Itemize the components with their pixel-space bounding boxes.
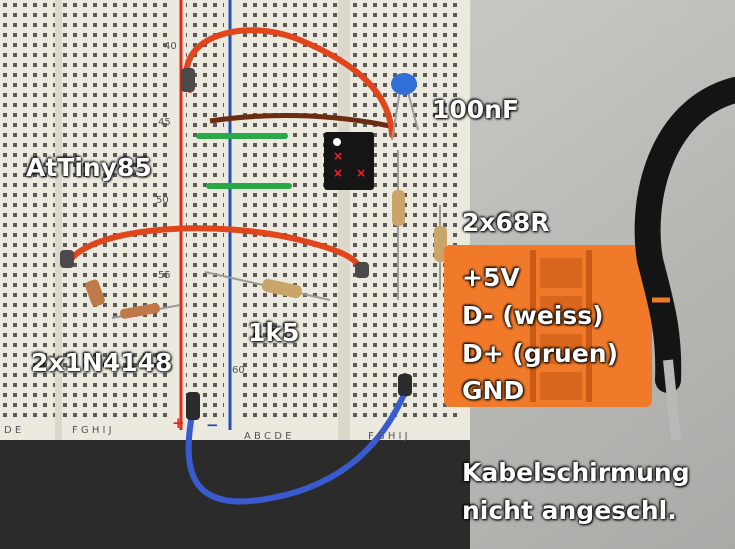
connector-slot bbox=[540, 334, 582, 364]
channel-gap-1 bbox=[55, 0, 62, 440]
label-pin-gnd: GND bbox=[462, 376, 525, 405]
resistor-68r-2 bbox=[434, 226, 447, 262]
row-number-50: 50 bbox=[156, 195, 169, 206]
green-wire-bottom bbox=[206, 183, 292, 189]
column-letters-right: A B C D E bbox=[244, 431, 292, 442]
usb-cable bbox=[634, 77, 735, 393]
chip-pin1-dot bbox=[333, 138, 341, 146]
label-pin-dminus: D- (weiss) bbox=[462, 301, 604, 330]
red-wire-upper bbox=[183, 27, 395, 138]
connector-divider bbox=[530, 250, 536, 402]
column-letters-left: D E bbox=[4, 425, 22, 436]
label-pin-dplus: D+ (gruen) bbox=[462, 339, 619, 368]
green-wire-top bbox=[196, 133, 288, 139]
hole-field-right bbox=[238, 0, 338, 420]
capacitor-leads bbox=[391, 89, 419, 141]
red-wire-lower bbox=[67, 225, 365, 275]
label-shield-line2: nicht angeschl. bbox=[462, 496, 677, 525]
resistor-1k5 bbox=[261, 278, 302, 299]
diode-2 bbox=[120, 303, 160, 319]
channel-gap-2 bbox=[338, 0, 350, 440]
connector-slot bbox=[540, 296, 582, 326]
label-100nf: 100nF bbox=[432, 95, 520, 124]
connector-divider bbox=[586, 250, 592, 402]
row-number-45: 45 bbox=[158, 117, 171, 128]
blue-wire-end-left bbox=[186, 392, 200, 420]
chip-mark: × bbox=[333, 149, 343, 163]
row-number-55: 55 bbox=[158, 270, 171, 281]
blue-wire bbox=[185, 382, 411, 505]
label-2x1n4148: 2x1N4148 bbox=[31, 348, 173, 377]
label-shield-line1: Kabelschirmung bbox=[462, 458, 690, 487]
attiny-chip bbox=[324, 132, 374, 190]
column-letters-mid: F G H I J bbox=[72, 425, 112, 436]
connector-slot bbox=[540, 372, 582, 400]
label-pin-vcc: +5V bbox=[462, 263, 520, 292]
blue-wire-end-right bbox=[398, 374, 412, 396]
usb-cable-shield bbox=[663, 359, 681, 441]
red-wire-lower-end-left bbox=[60, 250, 74, 268]
chip-mark: × bbox=[333, 166, 343, 180]
row-number-60: 60 bbox=[232, 365, 245, 376]
connector-slot bbox=[540, 258, 582, 288]
label-2x68r: 2x68R bbox=[462, 208, 550, 237]
diode-1 bbox=[85, 279, 105, 307]
breadboard-shadow bbox=[0, 440, 470, 549]
label-attiny85: AtTiny85 bbox=[26, 153, 152, 182]
red-wire-lower-end-right bbox=[355, 262, 369, 278]
row-number-40: 40 bbox=[164, 41, 177, 52]
capacitor-100nf bbox=[391, 73, 417, 95]
red-wire-upper-end bbox=[181, 68, 195, 92]
rail-plus-mark: + bbox=[172, 414, 185, 432]
hole-field-mid bbox=[62, 0, 172, 420]
brown-wire bbox=[209, 113, 391, 129]
power-rail-holes bbox=[186, 0, 224, 420]
resistor-68r-1 bbox=[392, 190, 405, 226]
rail-minus-mark: − bbox=[206, 416, 219, 434]
chip-mark: × bbox=[356, 166, 366, 180]
label-1k5: 1k5 bbox=[248, 318, 300, 347]
hole-field-left bbox=[0, 0, 55, 420]
column-letters-far: F G H I J bbox=[368, 431, 408, 442]
